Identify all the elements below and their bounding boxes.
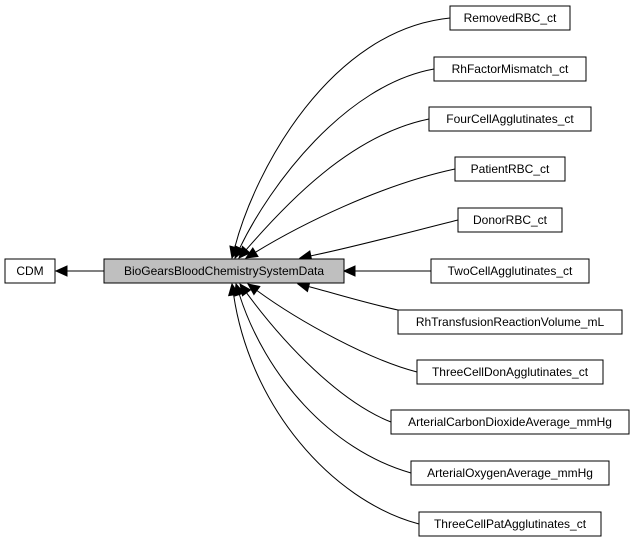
node-two-cell-agglutinates-ct[interactable]: TwoCellAgglutinates_ct [430,258,590,284]
edge-member-4 [310,219,459,257]
node-patient-rbc-ct[interactable]: PatientRBC_ct [454,156,566,182]
arrowhead-to-cdm [54,265,68,277]
node-label: DonorRBC_ct [473,213,548,227]
node-biogears-blood-chemistry-system-data[interactable]: BioGearsBloodChemistrySystemData [103,258,345,284]
node-cdm-label: CDM [16,264,43,278]
node-removed-rbc-ct[interactable]: RemovedRBC_ct [449,5,571,31]
diagram-nodes: CDM BioGearsBloodChemistrySystemData Rem… [4,5,630,537]
node-label: TwoCellAgglutinates_ct [448,264,573,278]
arrowhead-member-5 [342,265,356,277]
arrowhead-member-3 [244,247,259,259]
edge-member-7 [256,290,418,373]
node-label: RhFactorMismatch_ct [452,62,569,76]
node-label: ArterialOxygenAverage_mmHg [427,466,593,480]
diagram-edges [67,17,459,525]
edge-member-1 [239,68,435,249]
node-three-cell-pat-agglutinates-ct[interactable]: ThreeCellPatAgglutinates_ct [418,511,602,537]
node-label: ArterialCarbonDioxideAverage_mmHg [408,415,612,429]
node-label: RemovedRBC_ct [464,11,557,25]
node-label: ThreeCellPatAgglutinates_ct [434,517,587,531]
node-center-label: BioGearsBloodChemistrySystemData [124,264,324,278]
node-label: PatientRBC_ct [471,162,550,176]
node-label: RhTransfusionReactionVolume_mL [416,315,605,329]
node-arterial-carbon-dioxide-average-mmhg[interactable]: ArterialCarbonDioxideAverage_mmHg [390,409,630,435]
edge-member-10 [233,294,420,525]
edge-member-6 [308,286,399,311]
node-label: ThreeCellDonAgglutinates_ct [432,365,589,379]
arrowhead-member-10 [227,282,240,297]
node-cdm[interactable]: CDM [4,258,56,284]
arrowhead-member-2 [238,245,251,259]
edge-member-2 [245,118,430,251]
node-rh-transfusion-reaction-volume-ml[interactable]: RhTransfusionReactionVolume_mL [397,309,623,335]
node-arterial-oxygen-average-mmhg[interactable]: ArterialOxygenAverage_mmHg [410,460,610,486]
node-donor-rbc-ct[interactable]: DonorRBC_ct [457,207,563,233]
edge-member-9 [238,294,412,474]
node-rh-factor-mismatch-ct[interactable]: RhFactorMismatch_ct [433,56,587,82]
edge-member-3 [255,168,456,253]
edge-member-8 [246,292,392,423]
edge-member-0 [234,17,451,248]
arrowhead-member-7 [247,283,261,296]
node-label: FourCellAgglutinates_ct [446,112,574,126]
node-four-cell-agglutinates-ct[interactable]: FourCellAgglutinates_ct [428,106,592,132]
node-three-cell-don-agglutinates-ct[interactable]: ThreeCellDonAgglutinates_ct [416,359,604,385]
